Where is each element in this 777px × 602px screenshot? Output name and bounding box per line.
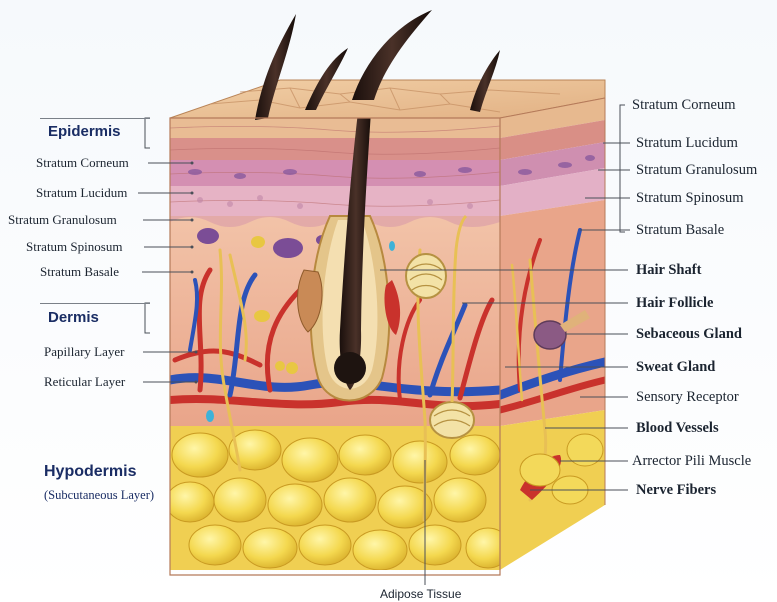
label-hair-follicle: Hair Follicle (636, 295, 713, 311)
divider (40, 118, 150, 119)
label-left-stratum-granulosum: Stratum Granulosum (8, 212, 117, 228)
label-right-stratum-corneum: Stratum Corneum (632, 97, 736, 113)
label-dermis: Dermis (48, 310, 99, 326)
label-sebaceous-gland: Sebaceous Gland (636, 326, 742, 342)
label-papillary-layer: Papillary Layer (44, 344, 125, 360)
label-left-stratum-lucidum: Stratum Lucidum (36, 185, 127, 201)
label-hypodermis: Hypodermis (44, 464, 136, 480)
label-nerve-fibers: Nerve Fibers (636, 482, 716, 498)
label-sensory-receptor: Sensory Receptor (636, 389, 739, 405)
divider (40, 303, 150, 304)
label-left-stratum-spinosum: Stratum Spinosum (26, 239, 122, 255)
label-reticular-layer: Reticular Layer (44, 374, 125, 390)
label-right-stratum-granulosum: Stratum Granulosum (636, 162, 757, 178)
label-sweat-gland: Sweat Gland (636, 359, 715, 375)
label-right-stratum-basale: Stratum Basale (636, 222, 724, 238)
label-blood-vessels: Blood Vessels (636, 420, 719, 436)
label-left-stratum-basale: Stratum Basale (40, 264, 119, 280)
label-left-stratum-corneum: Stratum Corneum (36, 155, 129, 171)
label-right-stratum-lucidum: Stratum Lucidum (636, 135, 738, 151)
label-right-stratum-spinosum: Stratum Spinosum (636, 190, 744, 206)
label-adipose-tissue: Adipose Tissue (380, 586, 461, 602)
label-hair-shaft: Hair Shaft (636, 262, 701, 278)
label-epidermis: Epidermis (48, 124, 121, 140)
label-arrector-pili-muscle: Arrector Pili Muscle (632, 453, 751, 469)
label-subcutaneous-layer: (Subcutaneous Layer) (44, 487, 154, 503)
